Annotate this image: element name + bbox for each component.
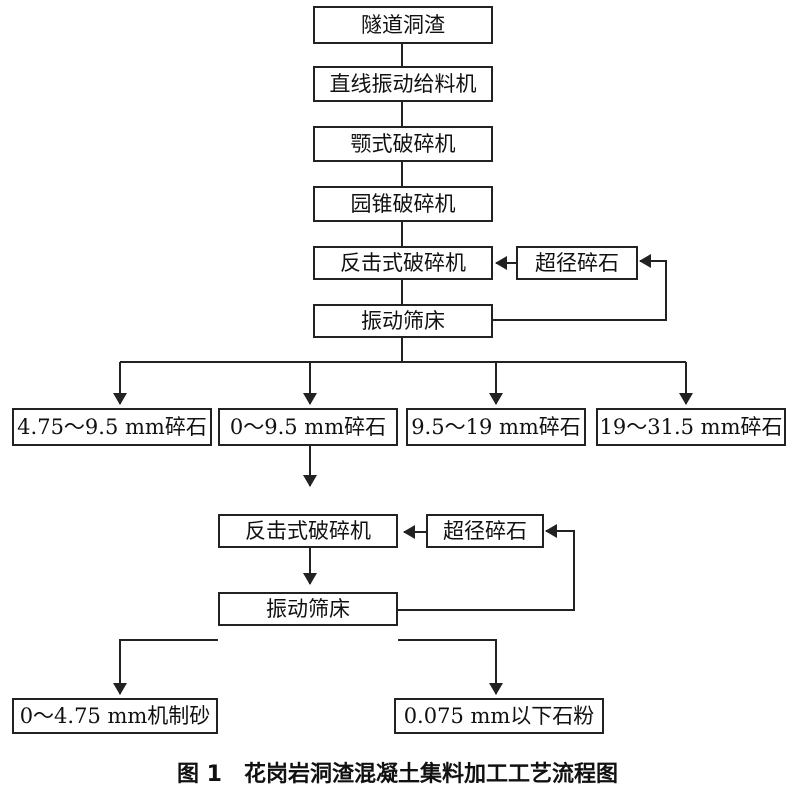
manufactured-sand-box: 0～4.75 mm机制砂 <box>12 698 218 734</box>
arrow-to-powder <box>398 639 503 695</box>
impact-crusher-box-1: 反击式破碎机 <box>313 246 493 280</box>
product-box-0-to-9-5: 0～9.5 mm碎石 <box>218 408 398 446</box>
stone-powder-box: 0.075 mm以下石粉 <box>394 698 604 734</box>
arrow-to-sand <box>113 639 218 695</box>
figure-caption: 图 1 花岗岩洞渣混凝土集料加工工艺流程图 <box>177 762 618 787</box>
impact-crusher-box-2: 反击式破碎机 <box>218 514 398 548</box>
cone-crusher-box: 园锥破碎机 <box>313 186 493 222</box>
vibrating-screen-box-2: 振动筛床 <box>218 592 398 626</box>
feedback-arrow-2 <box>398 524 575 611</box>
jaw-crusher-box: 颚式破碎机 <box>313 126 493 162</box>
product-box-4-75-to-9-5: 4.75～9.5 mm碎石 <box>12 408 212 446</box>
vibrating-feeder-box: 直线振动给料机 <box>313 66 493 102</box>
product-box-19-to-31-5: 19～31.5 mm碎石 <box>596 408 786 446</box>
oversize-stone-box-2: 超径碎石 <box>426 514 544 548</box>
tunnel-muck-box: 隧道洞渣 <box>313 6 493 44</box>
oversize-stone-box-1: 超径碎石 <box>516 246 638 280</box>
feedback-arrow-1 <box>492 254 667 321</box>
vibrating-screen-box-1: 振动筛床 <box>313 304 493 338</box>
product-box-9-5-to-19: 9.5～19 mm碎石 <box>406 408 586 446</box>
